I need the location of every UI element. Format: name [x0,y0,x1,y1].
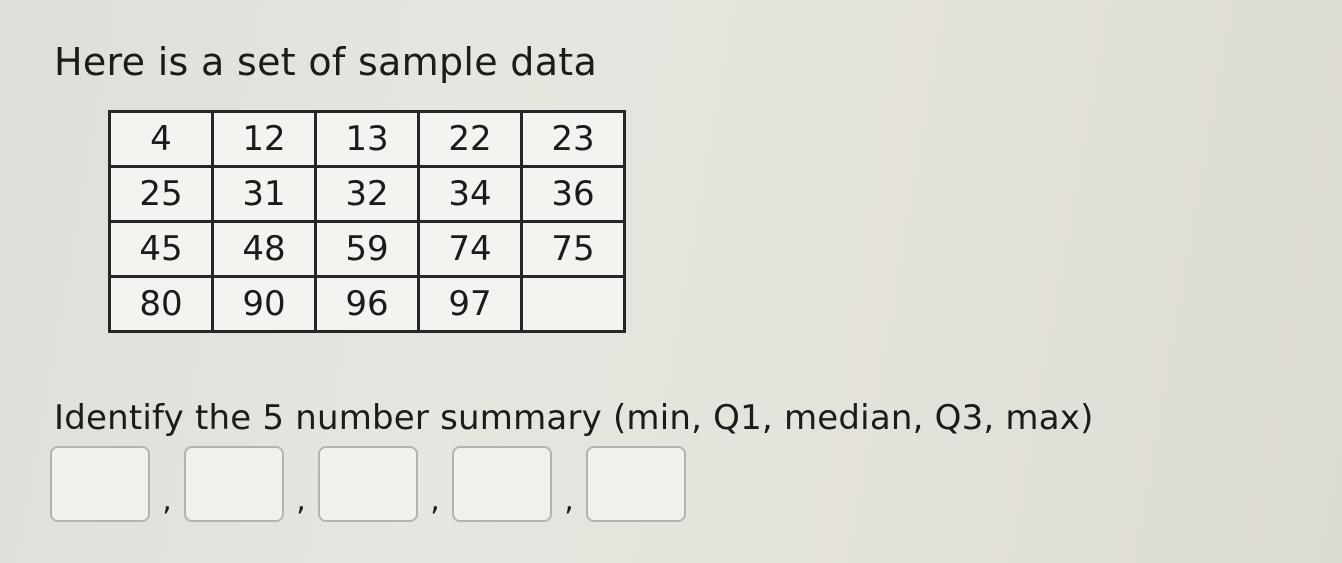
table-cell: 74 [417,220,523,278]
table-cell: 25 [108,165,214,223]
table-cell: 34 [417,165,523,223]
table-cell: 59 [314,220,420,278]
table-cell: 97 [417,275,523,333]
table-cell: 32 [314,165,420,223]
comma-separator: , [296,483,306,518]
max-input[interactable] [586,446,686,522]
table-cell: 36 [520,165,626,223]
min-input[interactable] [50,446,150,522]
table-cell: 23 [520,110,626,168]
table-row: 25 31 32 34 36 [108,165,626,223]
table-cell: 96 [314,275,420,333]
median-input[interactable] [318,446,418,522]
table-cell-empty [520,275,626,333]
table-cell: 90 [211,275,317,333]
table-cell: 75 [520,220,626,278]
answer-fields: , , , , [50,446,686,522]
q1-input[interactable] [184,446,284,522]
comma-separator: , [162,483,172,518]
table-cell: 80 [108,275,214,333]
table-row: 4 12 13 22 23 [108,110,626,168]
comma-separator: , [564,483,574,518]
table-cell: 13 [314,110,420,168]
table-cell: 48 [211,220,317,278]
question-text: Identify the 5 number summary (min, Q1, … [54,398,1094,438]
table-cell: 22 [417,110,523,168]
table-row: 80 90 96 97 [108,275,626,333]
table-cell: 12 [211,110,317,168]
table-cell: 4 [108,110,214,168]
sample-data-table: 4 12 13 22 23 25 31 32 34 36 45 48 59 74… [108,110,626,333]
table-row: 45 48 59 74 75 [108,220,626,278]
table-cell: 31 [211,165,317,223]
prompt-text: Here is a set of sample data [54,40,598,84]
q3-input[interactable] [452,446,552,522]
table-cell: 45 [108,220,214,278]
comma-separator: , [430,483,440,518]
